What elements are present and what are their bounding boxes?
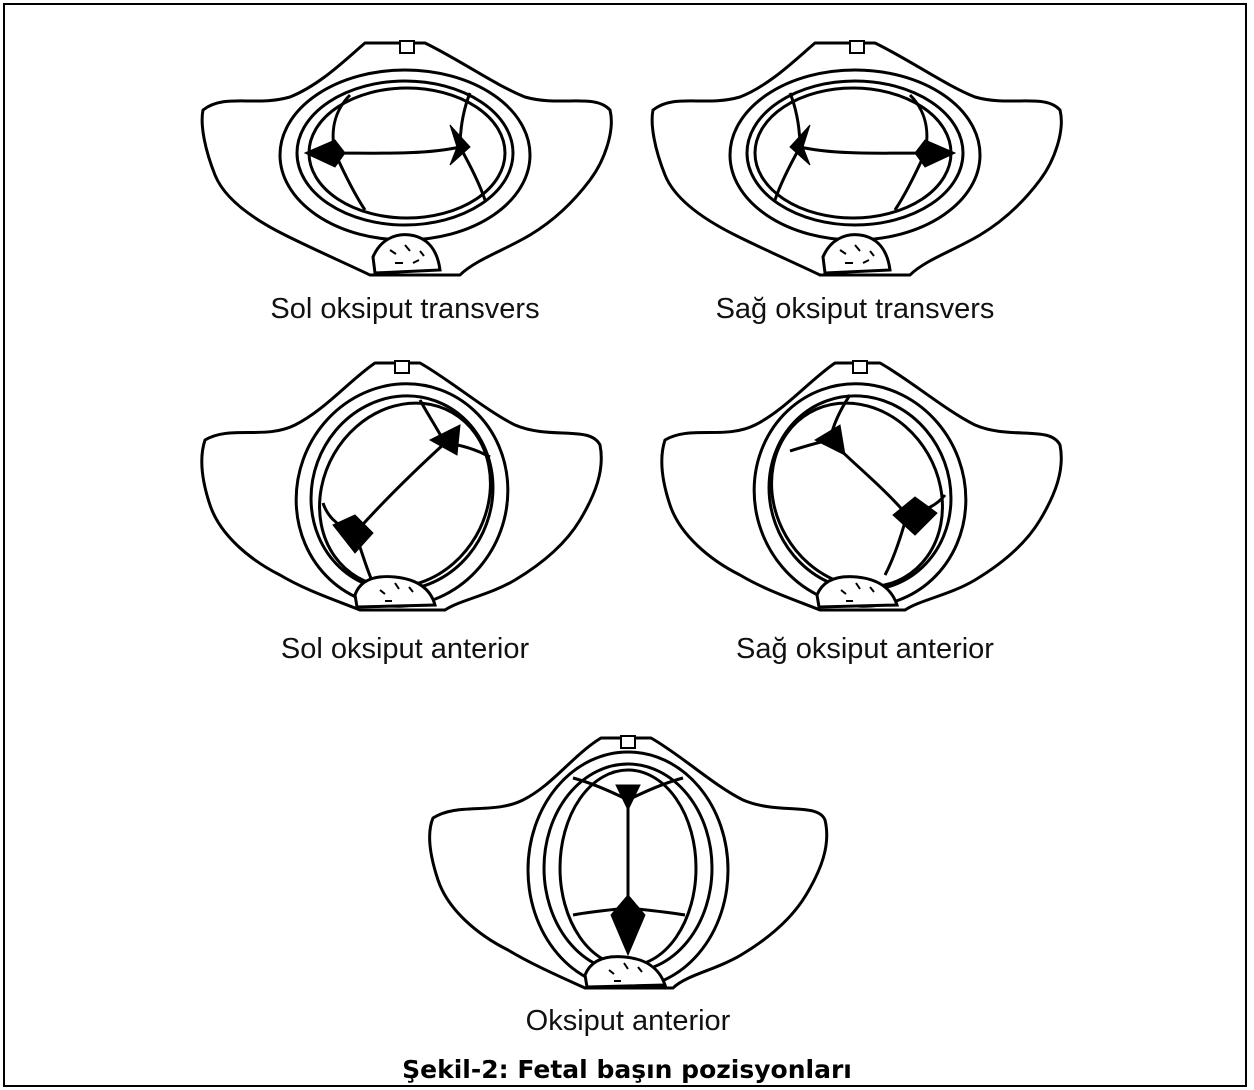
caption-occiput-anterior: Oksiput anterior [423,1005,833,1038]
pelvis-drawing-lot [195,35,615,280]
diagram-left-occiput-transverse [195,35,615,280]
figure-title: Şekil-2: Fetal başın pozisyonları [5,1055,1249,1084]
figure-frame: Sol oksiput transvers Sağ oksiput transv… [3,3,1247,1087]
diagram-occiput-anterior [423,730,833,995]
pelvis-drawing-oa [423,730,833,995]
caption-right-occiput-anterior: Sağ oksiput anterior [655,633,1075,666]
diagram-right-occiput-transverse [645,35,1065,280]
pelvis-drawing-loa [195,355,615,615]
diagram-left-occiput-anterior [195,355,615,615]
caption-right-occiput-transverse: Sağ oksiput transvers [645,293,1065,326]
diagram-right-occiput-anterior [655,355,1075,615]
caption-left-occiput-anterior: Sol oksiput anterior [195,633,615,666]
pelvis-drawing-roa [655,355,1075,615]
pelvis-drawing-rot [645,35,1065,280]
caption-left-occiput-transverse: Sol oksiput transvers [195,293,615,326]
